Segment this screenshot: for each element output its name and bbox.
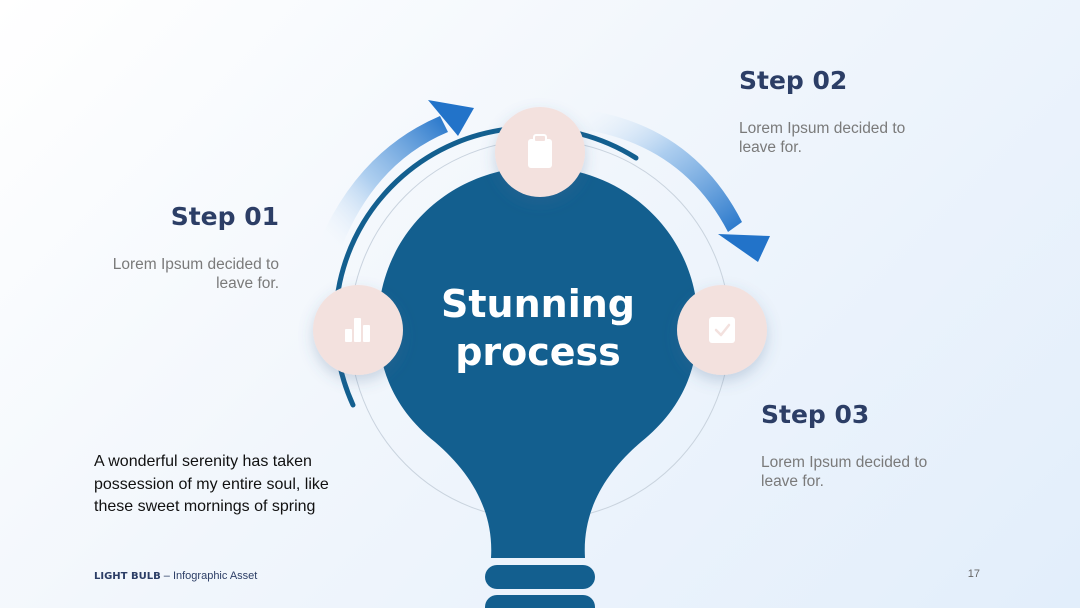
center-title-line-2: process [455, 330, 621, 374]
step-02-title: Step 02 [739, 66, 848, 95]
bulb-base-ring-2 [485, 595, 595, 608]
page-number: 17 [967, 568, 980, 580]
step-02-description: Lorem Ipsum decided to leave for. [739, 120, 906, 156]
light-bulb [378, 167, 698, 608]
clipboard-icon [528, 134, 552, 168]
center-title: Stunning process [398, 280, 678, 376]
center-title-line-1: Stunning [441, 282, 635, 326]
bar-chart-icon [345, 318, 370, 342]
footer-subtitle: – Infographic Asset [160, 570, 258, 582]
checkbox-icon [709, 317, 735, 343]
footer-label: LIGHT BULB – Infographic Asset [94, 570, 257, 582]
curved-arrow-right [572, 108, 770, 262]
bulb-glass [378, 167, 698, 558]
step-03-title: Step 03 [761, 400, 870, 429]
bulb-base-ring-1 [485, 565, 595, 589]
step-01-title: Step 01 [170, 202, 279, 231]
step-01-description: Lorem Ipsum decided to leave for. [112, 256, 279, 292]
quote-text: A wonderful serenity has taken possessio… [94, 453, 329, 515]
step-03-description: Lorem Ipsum decided to leave for. [761, 454, 928, 490]
footer-brand: LIGHT BULB [94, 571, 161, 582]
curved-arrow-left [320, 100, 474, 246]
